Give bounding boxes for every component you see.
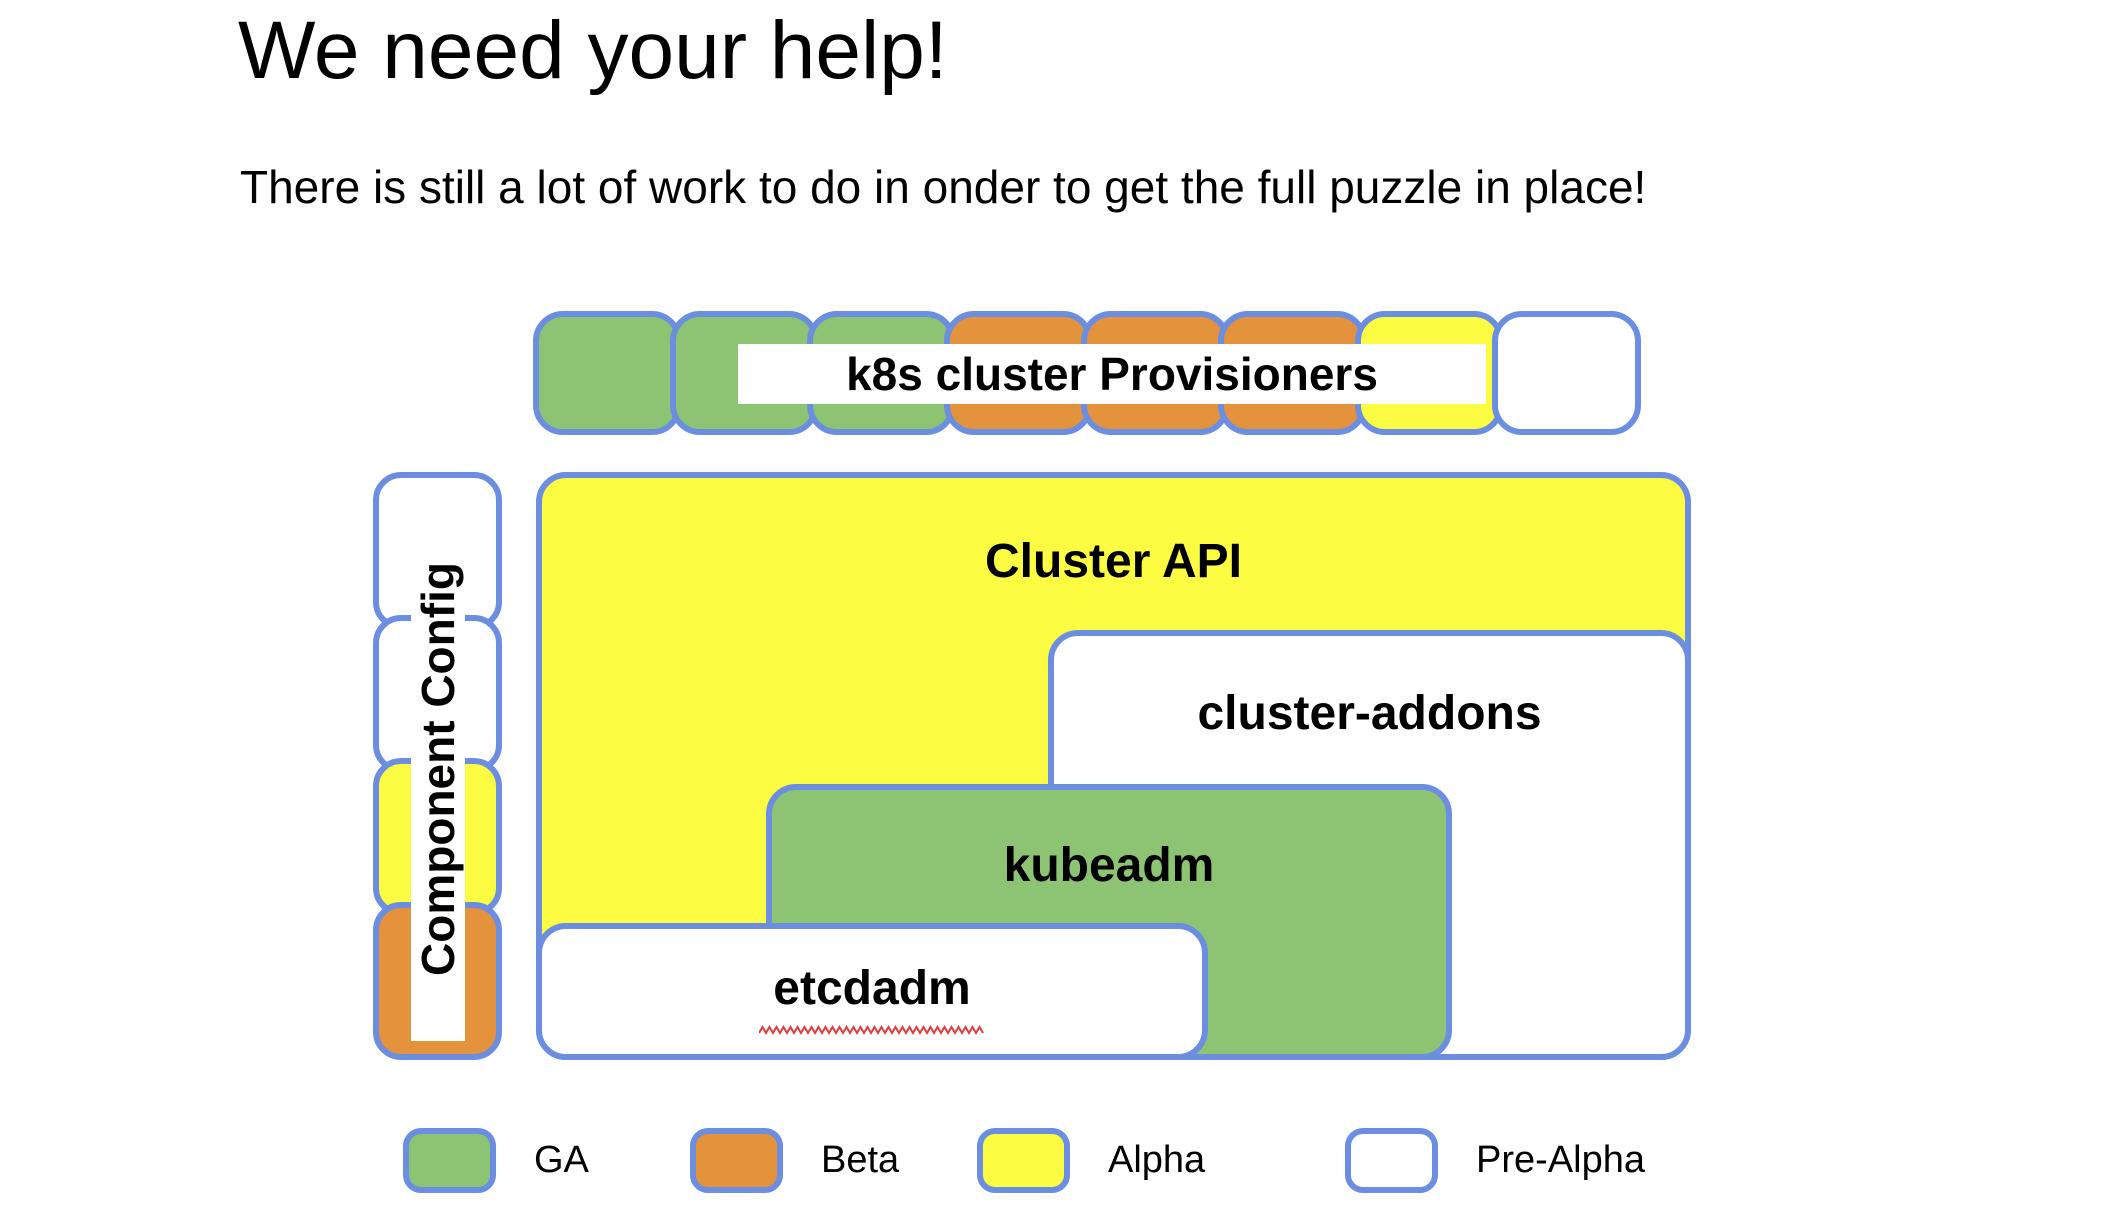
component-config-label-text: Component Config [412,561,465,976]
component-config-label: Component Config [411,496,465,1041]
provisioner-box-1[interactable] [533,311,682,435]
spellcheck-squiggle-icon [759,1025,984,1035]
cluster-addons-label: cluster-addons [1197,687,1542,740]
etcdadm-box[interactable]: etcdadm [536,923,1208,1060]
page-title: We need your help! [238,5,948,96]
legend-swatch-pre-alpha [1345,1127,1438,1193]
legend-item-beta: Beta [690,1124,899,1196]
legend-item-alpha: Alpha [977,1124,1205,1196]
legend-label-pre-alpha: Pre-Alpha [1476,1138,1645,1181]
cluster-api-label: Cluster API [985,535,1242,588]
legend: GA Beta Alpha Pre-Alpha [403,1124,1713,1196]
legend-label-alpha: Alpha [1108,1138,1206,1181]
legend-swatch-alpha [977,1127,1070,1193]
legend-item-pre-alpha: Pre-Alpha [1345,1124,1645,1196]
legend-label-beta: Beta [821,1138,900,1181]
provisioner-box-8[interactable] [1492,311,1641,435]
etcdadm-label: etcdadm [773,962,971,1015]
legend-item-ga: GA [403,1124,589,1196]
kubeadm-label: kubeadm [1003,839,1215,892]
legend-label-ga: GA [534,1138,589,1181]
legend-swatch-ga [403,1127,496,1193]
provisioner-row-label: k8s cluster Provisioners [738,344,1486,404]
page-subtitle: There is still a lot of work to do in on… [240,161,1647,213]
legend-swatch-beta [690,1127,783,1193]
